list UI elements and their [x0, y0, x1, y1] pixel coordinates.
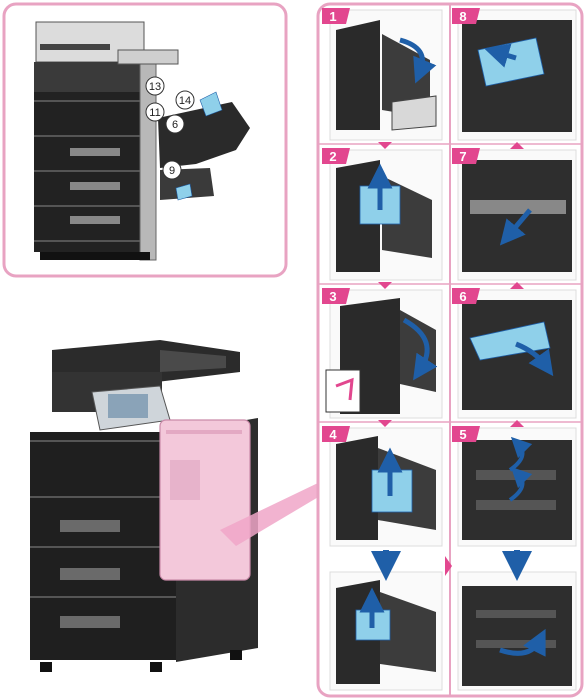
svg-text:5: 5 [459, 427, 466, 442]
svg-text:8: 8 [459, 9, 466, 24]
svg-text:2: 2 [329, 149, 336, 164]
step-4 [329, 427, 443, 547]
callout-13: 13 [145, 76, 165, 96]
pointer-wedge [220, 482, 320, 546]
step-7 [457, 149, 577, 281]
svg-text:6: 6 [459, 289, 466, 304]
svg-text:4: 4 [329, 427, 337, 442]
callout-11: 11 [145, 102, 165, 122]
svg-text:9: 9 [169, 165, 175, 177]
svg-text:11: 11 [149, 107, 160, 119]
flow-arrow-4-5 [445, 556, 452, 576]
callout-9: 9 [162, 160, 182, 180]
flow-arrow-6-7 [510, 282, 524, 289]
svg-text:1: 1 [329, 9, 336, 24]
step-3 [325, 289, 443, 419]
step-5 [457, 427, 577, 547]
svg-text:7: 7 [459, 149, 466, 164]
step-badge-8: 8 [452, 8, 480, 24]
step-8 [457, 9, 577, 141]
flow-arrow-2-3 [378, 282, 392, 289]
step-badge-4: 4 [322, 426, 350, 442]
copier-illustration [30, 340, 258, 672]
callout-14: 14 [175, 90, 195, 110]
step-3-inset [325, 369, 361, 413]
svg-text:13: 13 [149, 81, 161, 93]
step-badge-7: 7 [452, 148, 480, 164]
step-badge-1: 1 [322, 8, 350, 24]
overview-copier-illustration [34, 21, 250, 261]
step-1 [329, 9, 443, 141]
svg-text:3: 3 [329, 289, 336, 304]
step-badge-6: 6 [452, 288, 480, 304]
svg-text:6: 6 [172, 119, 178, 131]
step-badge-5: 5 [452, 426, 480, 442]
flow-arrow-3-4 [378, 420, 392, 427]
callout-6: 6 [165, 114, 185, 134]
overview-panel: 13 11 14 6 9 [2, 2, 288, 278]
step-5b [457, 571, 577, 691]
steps-panel: 1 2 3 4 5 6 7 8 [316, 2, 584, 698]
step-badge-3: 3 [322, 288, 350, 304]
step-4b [329, 571, 443, 691]
step-2 [329, 149, 443, 281]
step-6 [457, 289, 577, 419]
svg-text:14: 14 [179, 95, 191, 107]
flow-arrow-5-6 [510, 420, 524, 427]
flow-arrow-1-2 [378, 142, 392, 149]
flow-arrow-7-8 [510, 142, 524, 149]
step-badge-2: 2 [322, 148, 350, 164]
